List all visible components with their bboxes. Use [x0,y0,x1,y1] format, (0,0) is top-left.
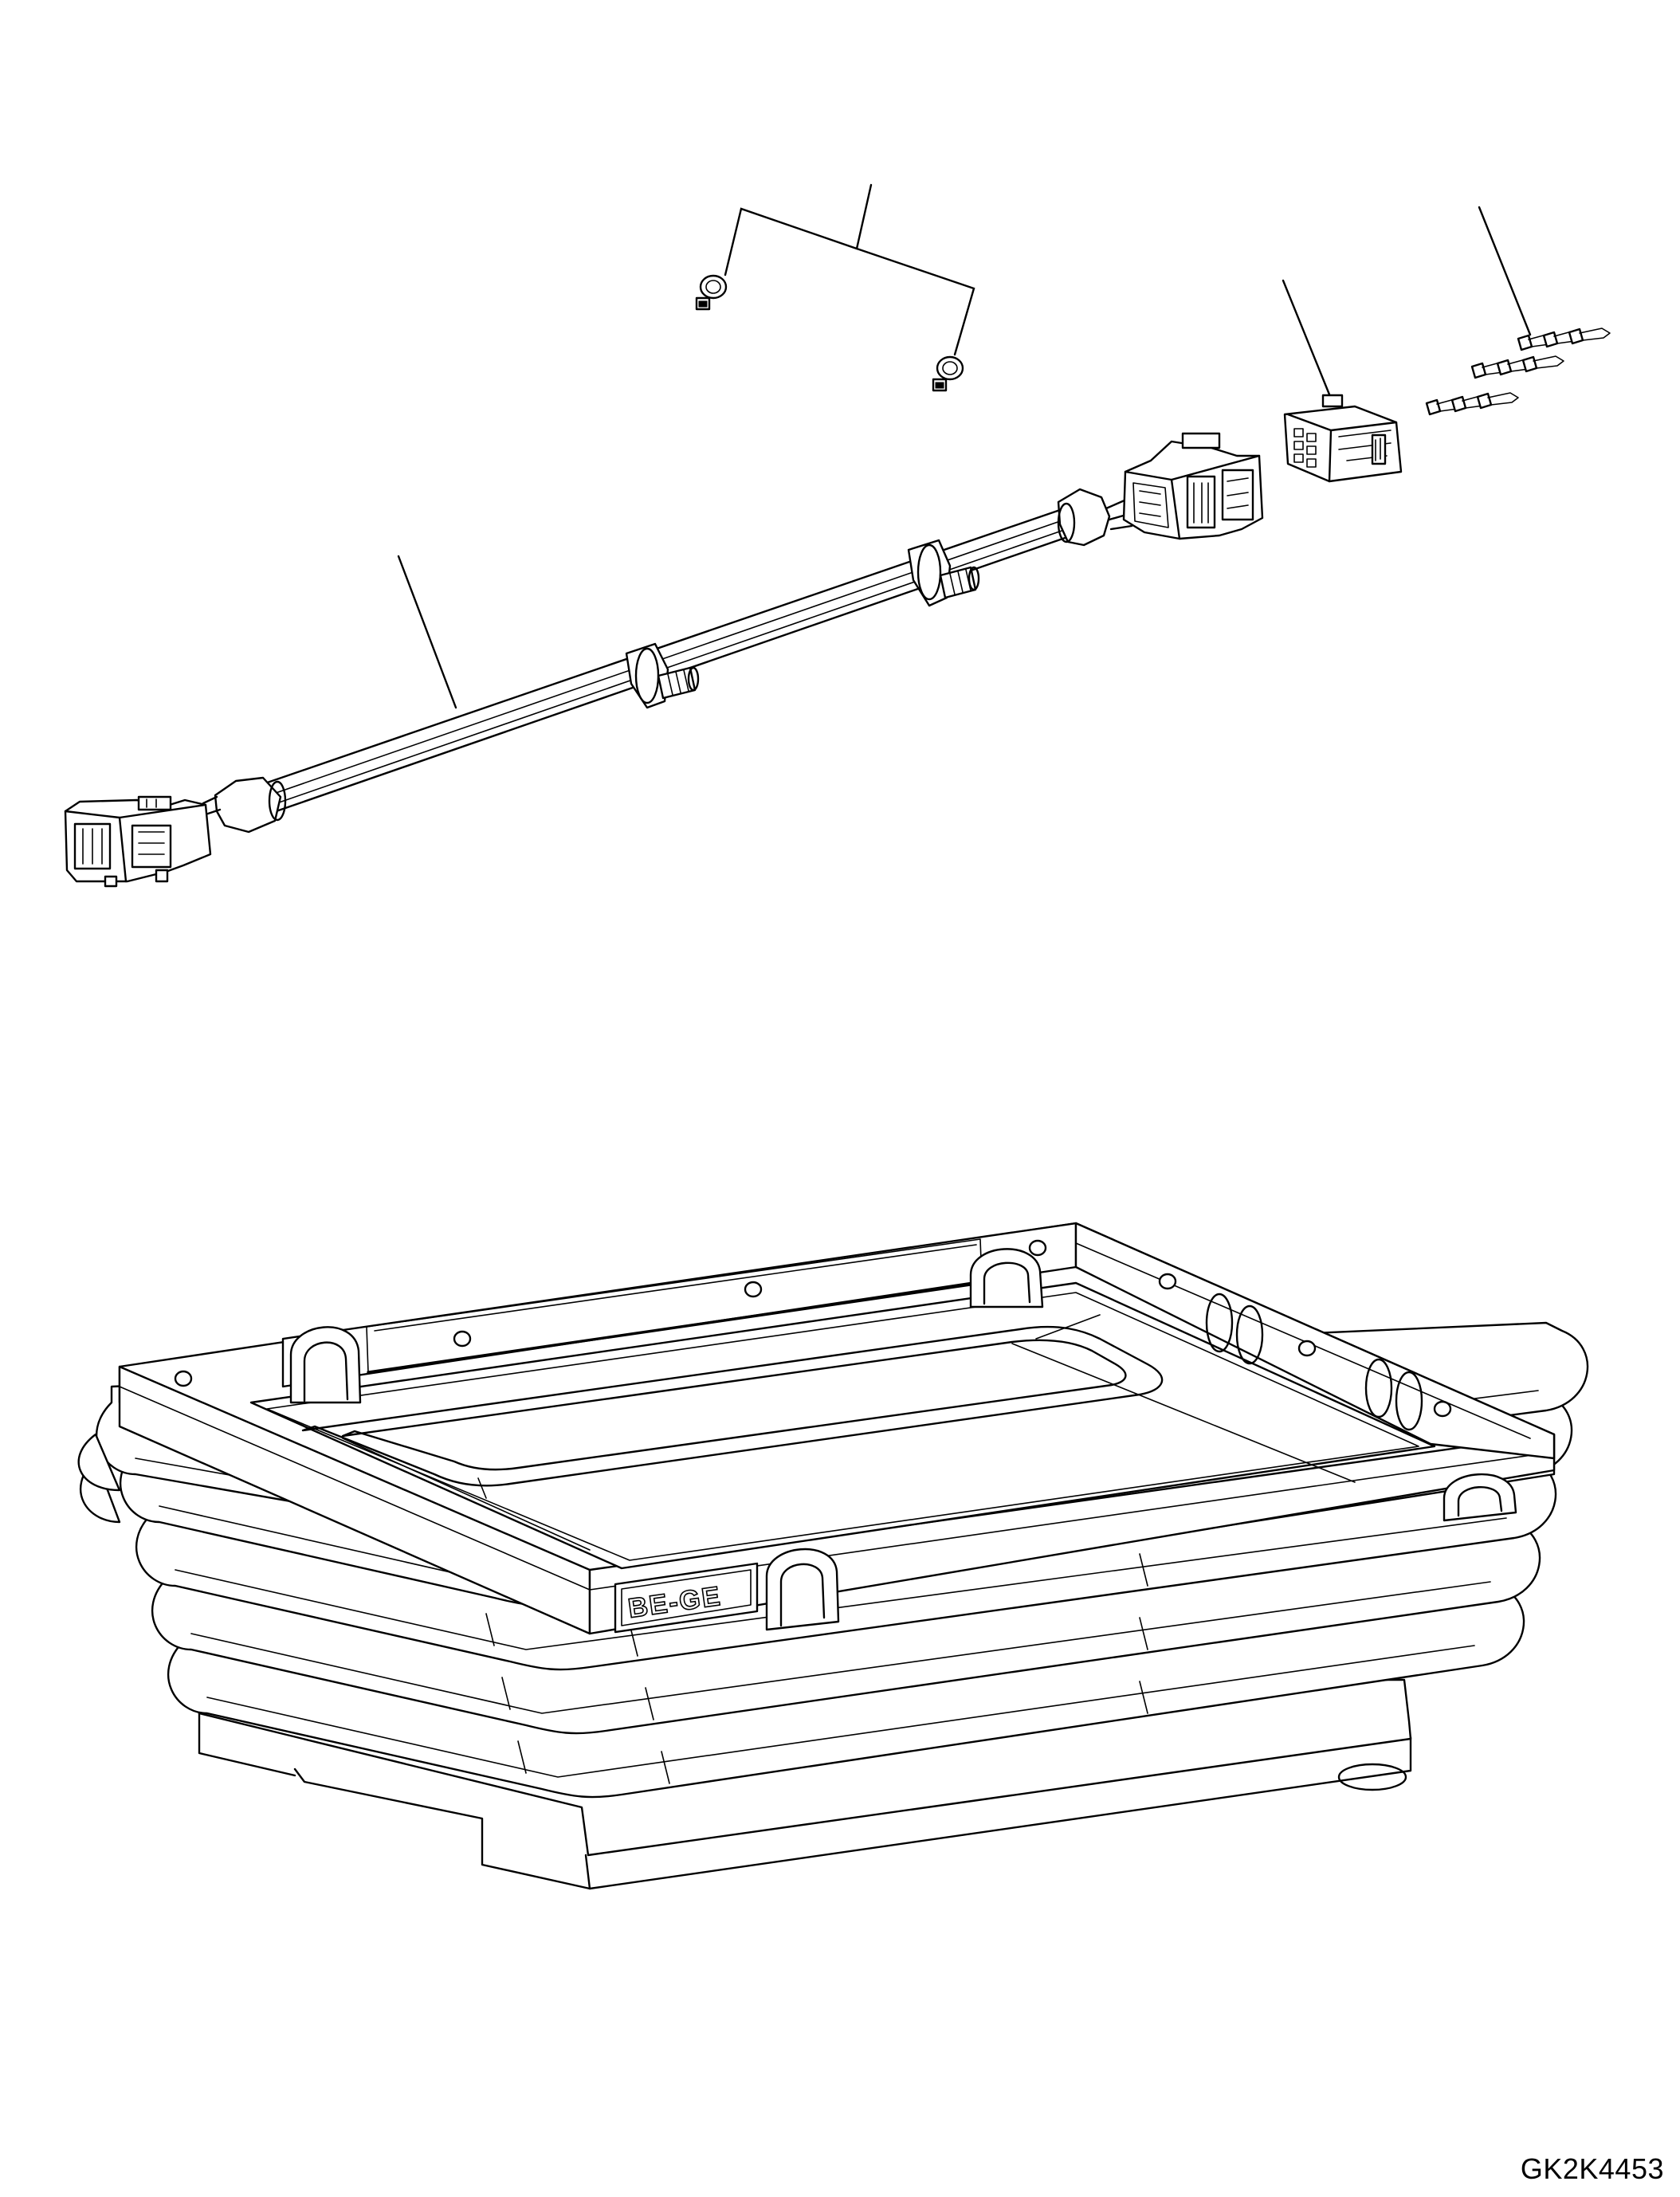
harness-connector-right [1122,432,1264,540]
cable-tie-left [695,274,728,311]
crimp-terminal-icon [1425,328,1611,416]
leader-terminals [1478,206,1532,336]
connector-housing-icon [1283,394,1403,483]
harness-connector-left [64,795,212,888]
frame-studs [174,1239,1452,1418]
terminal-row-top [1517,328,1611,351]
wiring-harness-icon [64,432,1264,888]
leader-cable-ties [724,183,975,356]
bellows-cover-icon: BE-GE [77,1222,1589,1890]
frame-handles [289,1248,1517,1631]
harness-clamp-1 [625,642,700,709]
terminal-row-bottom [1425,392,1519,416]
frame-holes [1205,1293,1423,1431]
leader-connector-housing [1282,279,1331,396]
terminal-row-middle [1470,355,1564,379]
leader-harness [397,555,457,709]
drawing-code: GK2K4453 [1520,2152,1664,2185]
harness-clamp-2 [907,539,980,607]
cable-tie-right [932,355,964,392]
bellows-nameplate: BE-GE [614,1562,759,1634]
cable-tie-icon [695,274,964,392]
